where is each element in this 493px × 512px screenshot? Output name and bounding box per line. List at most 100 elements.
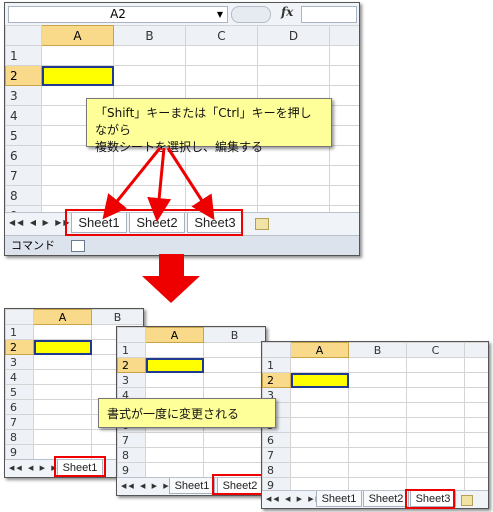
cell[interactable] <box>464 357 488 373</box>
cell[interactable] <box>464 372 488 388</box>
row-header[interactable]: 8 <box>117 447 146 463</box>
row-header[interactable]: 6 <box>5 399 34 415</box>
cell[interactable] <box>33 354 92 370</box>
cell[interactable] <box>33 399 92 415</box>
column-header[interactable]: B <box>203 327 265 343</box>
cell[interactable] <box>406 462 465 478</box>
row-header[interactable]: 1 <box>117 342 146 358</box>
row-header[interactable]: 1 <box>5 324 34 340</box>
select-all-corner[interactable] <box>117 327 146 343</box>
cell[interactable] <box>33 414 92 430</box>
row-header[interactable]: 2 <box>262 372 291 388</box>
cell[interactable] <box>464 447 488 463</box>
sheet-nav-arrows-icon[interactable]: ◀◀ ◀ ▶ ▶▶ <box>121 482 178 490</box>
insert-sheet-icon[interactable] <box>461 495 473 506</box>
macro-record-icon[interactable] <box>71 240 85 252</box>
cell[interactable] <box>33 429 92 445</box>
cell[interactable] <box>348 387 407 403</box>
tab-sheet1[interactable]: Sheet1 <box>316 491 362 507</box>
cell[interactable] <box>145 462 204 478</box>
cell[interactable] <box>464 417 488 433</box>
row-header[interactable]: 8 <box>5 429 34 445</box>
column-header[interactable]: B <box>348 342 407 358</box>
column-header[interactable]: B <box>113 25 186 46</box>
row-header[interactable]: 4 <box>5 369 34 385</box>
cell[interactable] <box>203 342 265 358</box>
row-header[interactable]: 2 <box>5 339 34 355</box>
cell[interactable] <box>290 402 349 418</box>
row-header[interactable]: 3 <box>5 354 34 370</box>
row-header[interactable]: 7 <box>117 432 146 448</box>
name-box-dropdown-icon[interactable]: ▼ <box>216 10 223 19</box>
cell[interactable] <box>203 372 265 388</box>
cell-a2-selected[interactable] <box>41 65 114 86</box>
row-header[interactable]: 9 <box>117 462 146 478</box>
column-header[interactable]: B <box>91 309 143 325</box>
cell[interactable] <box>290 447 349 463</box>
insert-sheet-icon[interactable] <box>255 218 269 230</box>
cell[interactable] <box>464 402 488 418</box>
cell[interactable] <box>203 432 265 448</box>
cell[interactable] <box>406 387 465 403</box>
select-all-corner[interactable] <box>262 342 291 358</box>
cell[interactable] <box>33 384 92 400</box>
cell[interactable] <box>203 447 265 463</box>
tab-sheet1[interactable]: Sheet1 <box>169 478 215 494</box>
sheet-nav-arrows-icon[interactable]: ◀◀ ◀ ▶ ▶▶ <box>266 495 323 503</box>
cell[interactable] <box>33 369 92 385</box>
row-header[interactable]: 8 <box>262 462 291 478</box>
tab-sheet2[interactable]: Sheet2 <box>363 491 409 507</box>
cell[interactable] <box>290 462 349 478</box>
sheet-nav-arrows-icon[interactable]: ◀◀ ◀ ▶ ▶▶ <box>9 464 66 472</box>
cell[interactable] <box>464 462 488 478</box>
row-header[interactable]: 7 <box>262 447 291 463</box>
cell[interactable] <box>290 432 349 448</box>
cell[interactable] <box>290 387 349 403</box>
cell-a2-selected[interactable] <box>145 357 204 373</box>
formula-input[interactable] <box>301 6 357 23</box>
cell[interactable] <box>406 372 465 388</box>
select-all-corner[interactable] <box>5 309 34 325</box>
formula-bar-buttons[interactable] <box>231 6 271 23</box>
cell[interactable] <box>464 432 488 448</box>
column-header[interactable]: A <box>33 309 92 325</box>
cell[interactable] <box>464 387 488 403</box>
cell[interactable] <box>406 417 465 433</box>
row-header[interactable]: 3 <box>5 85 42 106</box>
row-header[interactable]: 7 <box>5 414 34 430</box>
cell[interactable] <box>203 357 265 373</box>
column-header[interactable]: A <box>145 327 204 343</box>
cell[interactable] <box>348 447 407 463</box>
column-header[interactable] <box>464 342 488 358</box>
cell-a2-selected[interactable] <box>33 339 92 355</box>
cell-a2-selected[interactable] <box>290 372 349 388</box>
row-header[interactable]: 2 <box>117 357 146 373</box>
cell[interactable] <box>145 447 204 463</box>
cell[interactable] <box>348 417 407 433</box>
cell[interactable] <box>348 432 407 448</box>
column-header[interactable]: C <box>185 25 258 46</box>
cell[interactable] <box>348 357 407 373</box>
cell[interactable] <box>145 432 204 448</box>
cell[interactable] <box>145 372 204 388</box>
cell[interactable] <box>348 372 407 388</box>
column-header[interactable] <box>329 25 359 46</box>
cell[interactable] <box>33 324 92 340</box>
row-header[interactable]: 3 <box>117 372 146 388</box>
sheet-nav-arrows-icon[interactable]: ◀◀ ◀ ▶ ▶▶ <box>9 218 72 227</box>
cell[interactable] <box>145 342 204 358</box>
cell[interactable] <box>348 402 407 418</box>
column-header[interactable]: A <box>290 342 349 358</box>
row-header[interactable]: 1 <box>262 357 291 373</box>
cell[interactable] <box>406 402 465 418</box>
row-header[interactable]: 5 <box>5 384 34 400</box>
row-header[interactable]: 9 <box>5 444 34 460</box>
name-box[interactable]: A2 ▼ <box>8 6 228 23</box>
cell[interactable] <box>348 462 407 478</box>
row-header[interactable]: 2 <box>5 65 42 86</box>
column-header[interactable]: C <box>406 342 465 358</box>
cell[interactable] <box>290 417 349 433</box>
cell[interactable] <box>290 357 349 373</box>
cell[interactable] <box>406 447 465 463</box>
row-header[interactable]: 9 <box>262 477 291 493</box>
